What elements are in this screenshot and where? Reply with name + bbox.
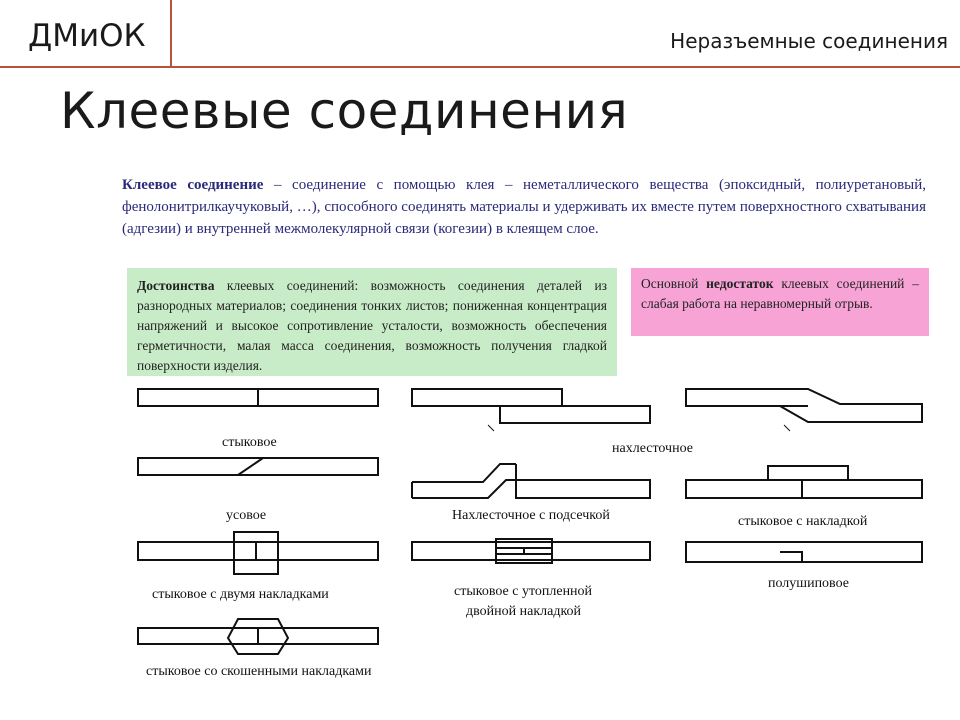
lap-joint-diagram bbox=[411, 388, 651, 432]
joint-types-figure: стыковое нахлесточное усовое Нахлесточно… bbox=[128, 382, 928, 688]
caption-strap-butt: стыковое с накладкой bbox=[738, 514, 868, 529]
strap-butt-diagram bbox=[685, 465, 923, 499]
page-title: Клеевые соединения bbox=[60, 82, 629, 140]
recessed-double-strap-diagram bbox=[411, 538, 651, 564]
advantages-term: Достоинства bbox=[137, 278, 215, 293]
lap-bevel-diagram bbox=[685, 388, 923, 432]
disadvantage-term: недостаток bbox=[706, 276, 774, 291]
header-divider-horizontal bbox=[0, 66, 960, 68]
definition-term: Клеевое соединение bbox=[122, 177, 264, 193]
caption-beveled-straps-butt: стыковое со скошенными накладками bbox=[146, 664, 372, 679]
caption-recessed-line2: двойной накладкой bbox=[466, 604, 582, 619]
advantages-text: клеевых соединений: возможность соединен… bbox=[137, 278, 607, 373]
disadvantage-box: Основной недостаток клеевых соединений –… bbox=[631, 268, 929, 336]
caption-double-strap-butt: стыковое с двумя накладками bbox=[152, 587, 329, 602]
lap-joggle-diagram bbox=[411, 463, 651, 499]
header-divider-vertical bbox=[170, 0, 172, 68]
caption-lap-joggle: Нахлесточное с подсечкой bbox=[452, 508, 610, 523]
caption-half-scarf: полушиповое bbox=[768, 576, 849, 591]
scarf-joint-diagram bbox=[137, 457, 379, 476]
beveled-straps-butt-diagram bbox=[137, 618, 379, 655]
logo-text: ДМиОК bbox=[28, 18, 146, 54]
caption-scarf: усовое bbox=[226, 508, 267, 523]
caption-lap: нахлесточное bbox=[612, 441, 693, 456]
joint-diagrams bbox=[137, 388, 923, 655]
disadvantage-text: клеевых соединений – слабая работа на не… bbox=[641, 276, 919, 311]
section-title: Неразъемные соединения bbox=[670, 29, 948, 53]
half-scarf-diagram bbox=[685, 541, 923, 563]
definition-paragraph: Клеевое соединение – соединение с помощь… bbox=[122, 174, 926, 240]
disadvantage-prefix: Основной bbox=[641, 276, 707, 291]
double-strap-butt-diagram bbox=[137, 531, 379, 575]
butt-joint-diagram bbox=[137, 388, 379, 407]
caption-recessed-line1: стыковое с утопленной bbox=[454, 584, 593, 599]
caption-butt: стыковое bbox=[222, 435, 277, 450]
definition-text: – соединение с помощью клея – неметаллич… bbox=[122, 177, 927, 237]
advantages-box: Достоинства клеевых соединений: возможно… bbox=[127, 268, 617, 376]
